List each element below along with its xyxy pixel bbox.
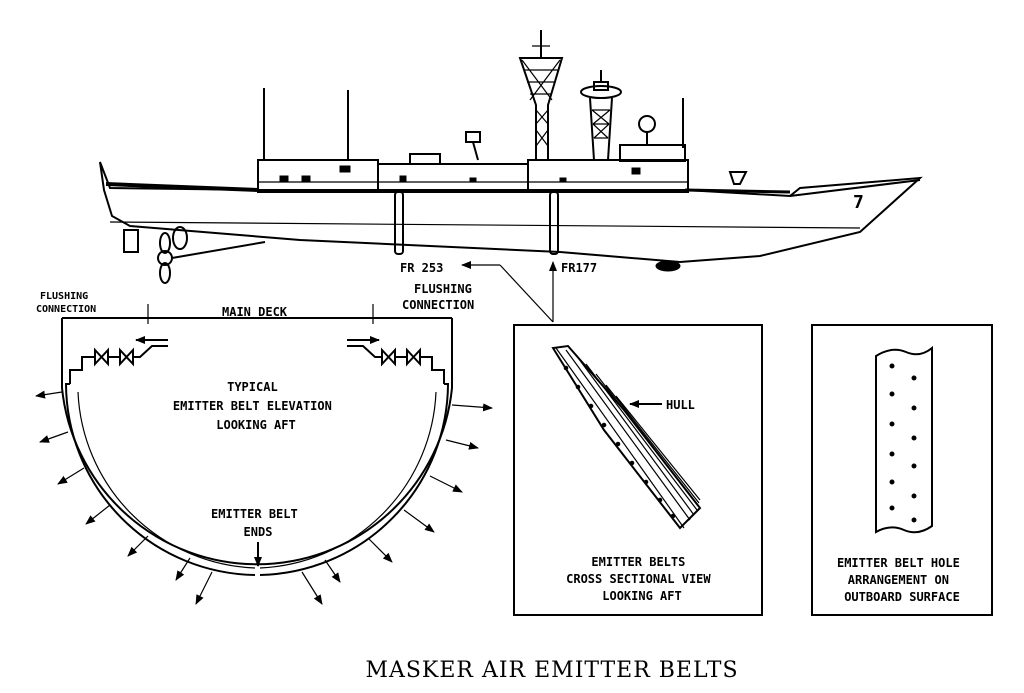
- air-emission-arrows: [35, 390, 493, 605]
- hull-waterline: [109, 221, 861, 229]
- main-deck-label: MAIN DECK: [222, 305, 288, 319]
- hole-arrangement-caption: EMITTER BELT HOLE ARRANGEMENT ON OUTBOAR…: [837, 556, 967, 604]
- radome: [638, 115, 656, 133]
- valve-right-a: [406, 347, 421, 367]
- cross-section-frame: [513, 324, 763, 616]
- superstructure-aft: [257, 159, 379, 193]
- hull-deck-edge: [105, 182, 259, 192]
- valve-left-b: [119, 347, 134, 367]
- hull-number: 7: [853, 192, 864, 213]
- flushing-connection-right: FLUSHING CONNECTION: [402, 282, 479, 312]
- frame-177-label: FR177: [561, 261, 597, 275]
- hull-label: HULL: [666, 398, 695, 412]
- main-mast: [518, 30, 564, 161]
- hole-arrangement-panel: EMITTER BELT HOLE ARRANGEMENT ON OUTBOAR…: [811, 324, 993, 616]
- radar-tower: [580, 70, 622, 161]
- belt-ends-label: EMITTER BELT ENDS: [211, 507, 305, 539]
- superstructure-fwd: [527, 159, 689, 193]
- emitter-belt-aft: [394, 191, 404, 255]
- hole-arrangement-frame: [811, 324, 993, 616]
- flushing-connection-left: FLUSHING CONNECTION: [36, 291, 96, 315]
- diagram-title: MASKER AIR EMITTER BELTS: [365, 658, 738, 683]
- cross-section-panel: HULL EMITTER BELTS CROSS SECTIONAL VIEW …: [513, 324, 763, 616]
- valve-left-a: [94, 347, 109, 367]
- belt-strip: [875, 345, 933, 534]
- rudder: [123, 229, 139, 253]
- emitter-belt-right-half: [259, 383, 450, 576]
- frame-253-label: FR 253: [400, 261, 443, 275]
- ship-profile: 7: [99, 30, 923, 284]
- cross-section-caption: EMITTER BELTS CROSS SECTIONAL VIEW LOOKI…: [566, 555, 718, 603]
- ship-hull: [99, 161, 923, 264]
- hull-cross-section: [551, 344, 702, 530]
- emitter-holes: [889, 363, 917, 523]
- propeller: [157, 226, 266, 284]
- emitter-belt-elevation: FLUSHING CONNECTION FLUSHING CONNECTION …: [35, 282, 493, 605]
- emitter-belt-fwd: [549, 191, 559, 255]
- emitter-belt-left-half: [64, 383, 256, 576]
- elevation-caption: TYPICAL EMITTER BELT ELEVATION LOOKING A…: [173, 380, 339, 432]
- valve-right-b: [381, 347, 396, 367]
